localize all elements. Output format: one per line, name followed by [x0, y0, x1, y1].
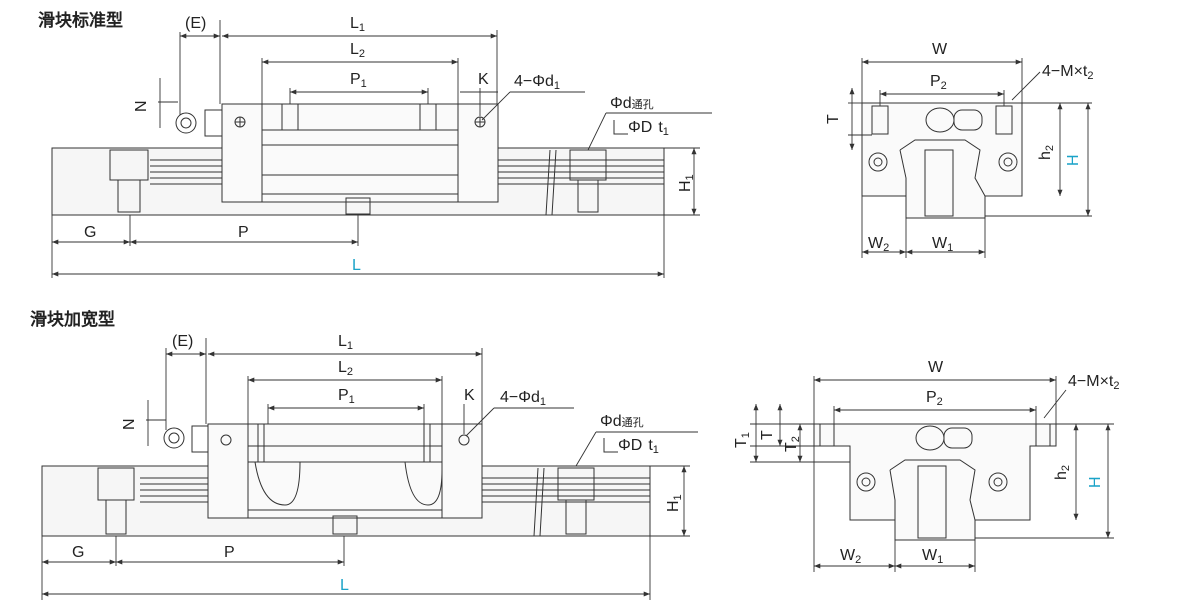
label-wide-T2: T2 [783, 436, 802, 452]
label-wide-W2: W2 [840, 547, 861, 566]
label-L2: L2 [350, 41, 365, 60]
label-wide-H1: H1 [665, 494, 684, 512]
label-wide-thru-hole: Φd通孔 [600, 413, 644, 430]
counterbore-symbol [613, 120, 628, 135]
label-wide-T: T [759, 430, 776, 440]
wide-end-view [813, 423, 1057, 541]
wide-counterbore-symbol [603, 438, 618, 453]
label-L: L [352, 257, 361, 274]
label-H: H [1065, 154, 1082, 166]
label-G: G [84, 224, 96, 241]
label-T: T [825, 114, 842, 124]
section-title-wide: 滑块加宽型 [30, 310, 115, 329]
section-title-standard: 滑块标准型 [38, 11, 123, 30]
label-P: P [238, 224, 249, 241]
label-L1: L1 [350, 15, 365, 34]
label-wide-N: N [121, 418, 138, 430]
label-W1: W1 [932, 235, 953, 254]
label-wide-G: G [72, 544, 84, 561]
label-wide-H: H [1087, 476, 1104, 488]
standard-side-view [51, 103, 665, 216]
label-K: K [478, 71, 489, 88]
label-wide-W: W [928, 359, 944, 376]
label-wide-K: K [464, 387, 475, 404]
label-wide-L1: L1 [338, 333, 353, 352]
label-4-phi-d1: 4−Φd1 [514, 73, 560, 92]
label-h2: h2 [1037, 145, 1056, 160]
label-wide-L: L [340, 577, 349, 594]
label-wide-P2: P2 [926, 389, 943, 408]
label-wide-P1: P1 [338, 387, 355, 406]
label-wide-h2: h2 [1053, 465, 1072, 480]
label-W2: W2 [868, 235, 889, 254]
label-wide-E: (E) [172, 333, 193, 350]
label-P1: P1 [350, 71, 367, 90]
label-wide-4-M-t2: 4−M×t2 [1068, 373, 1119, 392]
label-E: (E) [185, 15, 206, 32]
standard-end-view [861, 102, 1023, 219]
label-wide-T1: T1 [733, 432, 752, 448]
label-wide-W1: W1 [922, 547, 943, 566]
wide-end-dimensions [750, 376, 1114, 572]
label-wide-P: P [224, 544, 235, 561]
label-N: N [133, 100, 150, 112]
label-4-M-t2: 4−M×t2 [1042, 63, 1093, 82]
label-wide-L2: L2 [338, 359, 353, 378]
standard-end-dimensions [848, 58, 1092, 258]
label-P2: P2 [930, 73, 947, 92]
wide-side-dimensions [41, 338, 698, 600]
label-thru-hole: Φd通孔 [610, 95, 654, 112]
wide-side-view [41, 423, 651, 537]
label-wide-4-phi-d1: 4−Φd1 [500, 389, 546, 408]
label-H1: H1 [677, 174, 696, 192]
label-W: W [932, 41, 948, 58]
standard-side-dimensions [51, 20, 712, 278]
